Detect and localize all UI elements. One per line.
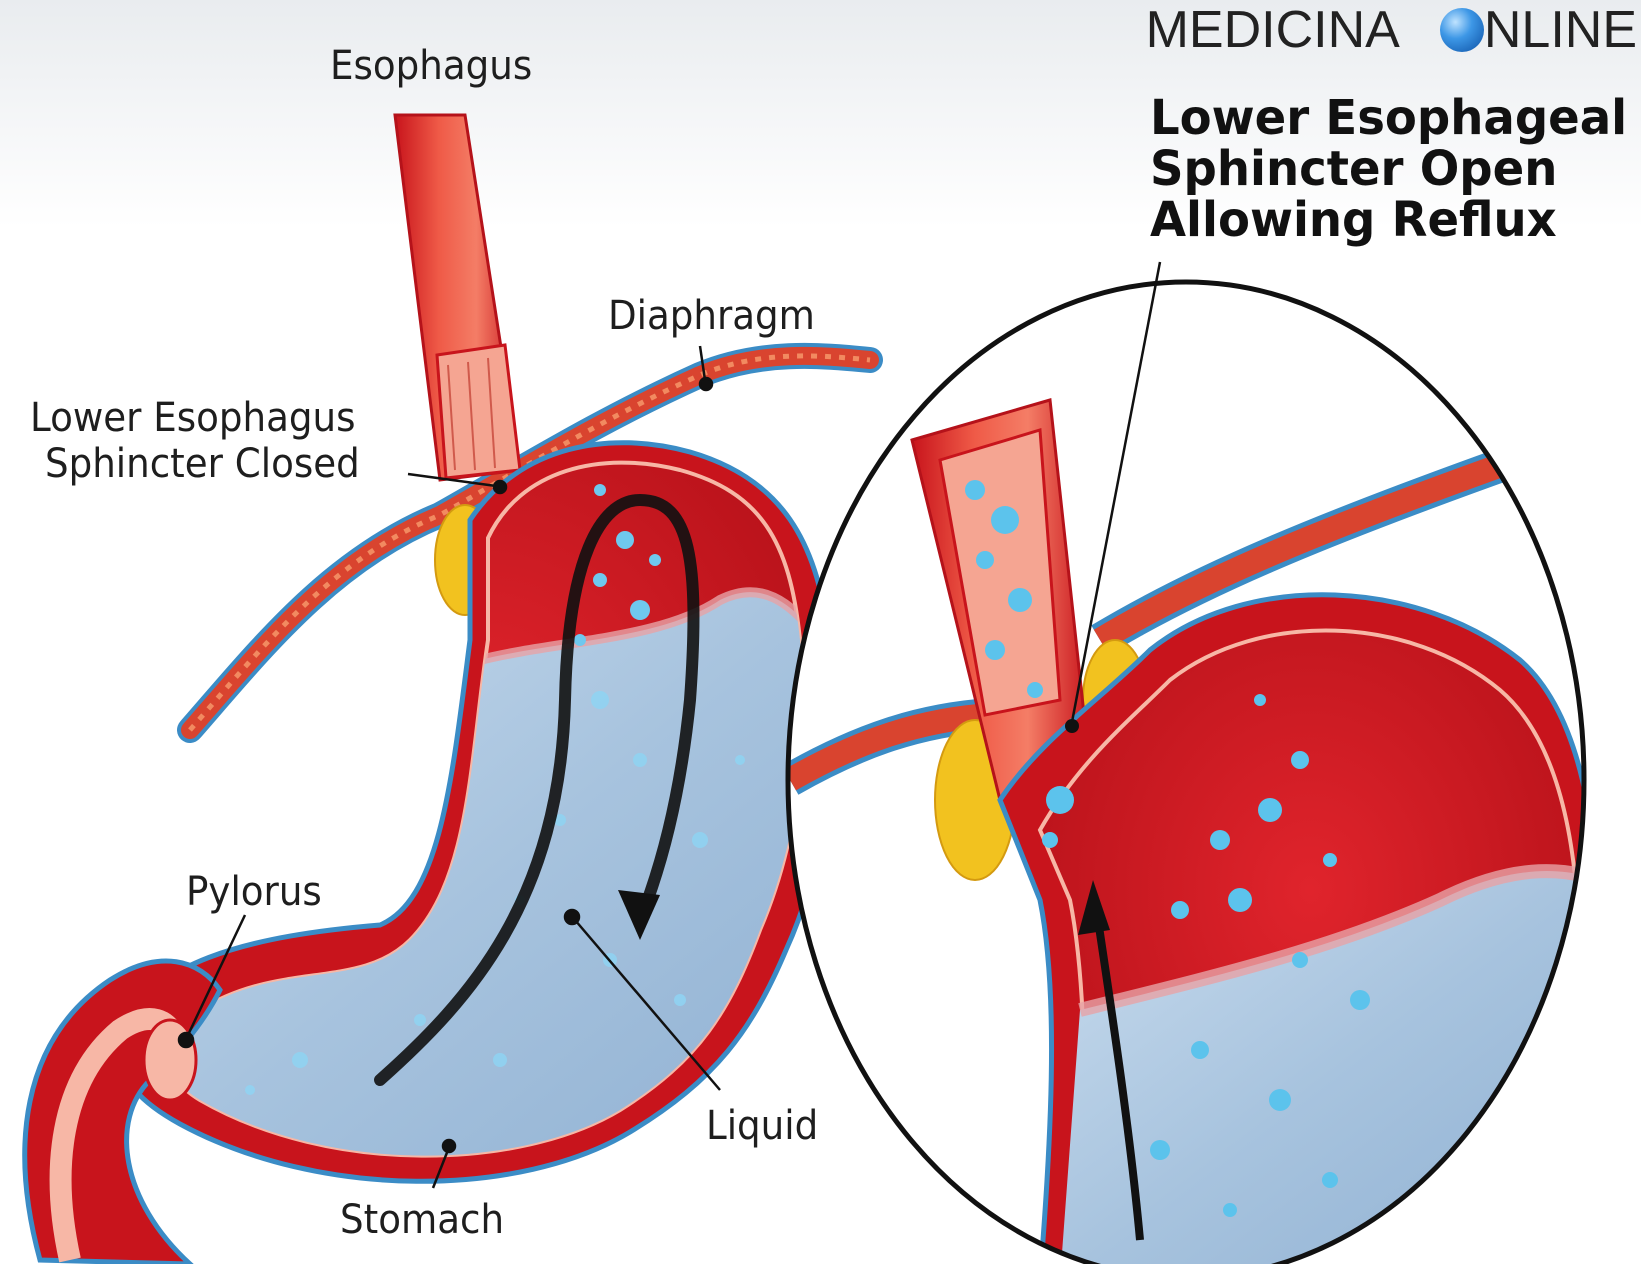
label-diaphragm: Diaphragm xyxy=(608,293,815,339)
magnified-view xyxy=(785,261,1587,1264)
label-les-open-line3: Allowing Reflux xyxy=(1150,192,1557,248)
magnifier-circle xyxy=(785,279,1587,1264)
label-pylorus: Pylorus xyxy=(186,869,322,915)
stomach-liquid xyxy=(169,592,804,1156)
label-stomach: Stomach xyxy=(340,1197,505,1243)
brand-text-right: NLINE xyxy=(1483,1,1637,59)
label-les-closed-line1: Lower Esophagus xyxy=(30,395,356,441)
brand-logo: MEDICINA NLINE xyxy=(1145,1,1637,59)
label-les-open-line1: Lower Esophageal xyxy=(1150,90,1628,146)
label-esophagus: Esophagus xyxy=(330,43,533,89)
globe-dot-icon xyxy=(1439,8,1484,52)
label-liquid: Liquid xyxy=(706,1103,819,1149)
label-les-closed-line2: Sphincter Closed xyxy=(45,441,360,487)
flow-arrow xyxy=(374,493,700,1086)
left-leader-lines xyxy=(177,345,721,1189)
label-les-open-line2: Sphincter Open xyxy=(1150,141,1558,197)
left-stomach-illustration xyxy=(22,113,883,1264)
brand-text-left: MEDICINA xyxy=(1145,1,1400,59)
